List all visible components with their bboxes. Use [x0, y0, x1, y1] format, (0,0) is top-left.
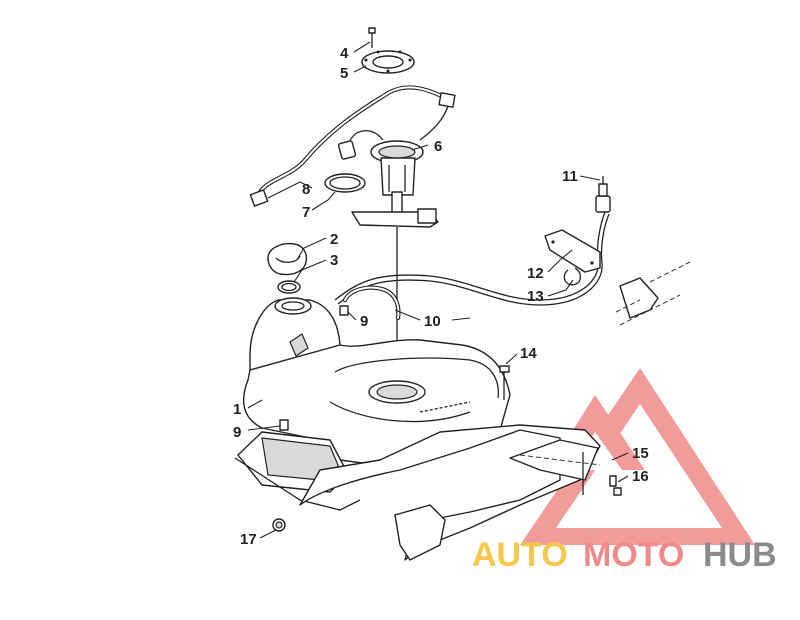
- vent-hose-part-10: [334, 211, 610, 321]
- callout-9-upper: 9: [360, 313, 368, 330]
- screw-part-4: [368, 27, 376, 48]
- callout-12: 12: [527, 265, 544, 282]
- cap-gasket-part-3: [277, 280, 301, 294]
- drain-plug-part-17: [272, 518, 286, 532]
- callout-13: 13: [527, 288, 544, 305]
- watermark-auto: AUTO: [472, 536, 568, 574]
- callout-7: 7: [302, 204, 310, 221]
- leader-lines: [247, 41, 629, 539]
- fitting-part-9-lower: [279, 419, 289, 431]
- callout-10: 10: [424, 313, 441, 330]
- callout-5: 5: [340, 65, 348, 82]
- watermark-moto: MOTO: [583, 536, 684, 574]
- watermark-text: AUTO MOTO HUB: [472, 536, 777, 574]
- bolt-part-15: [609, 475, 617, 487]
- callout-labels: 4 5 6 8 7 11 2 3 12 13 9 10 14 1 9 15 16…: [233, 45, 649, 548]
- fuel-pump-part-6: [337, 129, 439, 228]
- callout-8: 8: [302, 181, 310, 198]
- skid-plate: [299, 424, 601, 561]
- callout-1: 1: [233, 401, 241, 418]
- callout-17: 17: [240, 531, 257, 548]
- callout-16: 16: [632, 468, 649, 485]
- screw-part-14: [499, 365, 510, 400]
- watermark-hub: HUB: [703, 536, 777, 574]
- callout-15: 15: [632, 445, 649, 462]
- clamp-part-13: [563, 267, 582, 286]
- frame-section: [615, 261, 691, 326]
- fuel-cap-part-2: [267, 242, 308, 276]
- callout-11: 11: [562, 168, 578, 185]
- fuel-hose-part-8: [249, 85, 456, 207]
- fuel-tank-part-1: [234, 297, 511, 511]
- callout-9-lower: 9: [233, 424, 241, 441]
- bracket-part-12: [544, 229, 601, 273]
- callout-4: 4: [340, 45, 349, 62]
- fitting-part-9-upper: [339, 305, 349, 316]
- callout-3: 3: [330, 252, 338, 269]
- vent-fitting-part-11: [595, 176, 611, 213]
- callout-14: 14: [520, 345, 537, 362]
- bolt-part-16: [613, 487, 622, 496]
- gasket-part-5: [361, 50, 415, 74]
- callout-2: 2: [330, 231, 338, 248]
- callout-6: 6: [434, 138, 442, 155]
